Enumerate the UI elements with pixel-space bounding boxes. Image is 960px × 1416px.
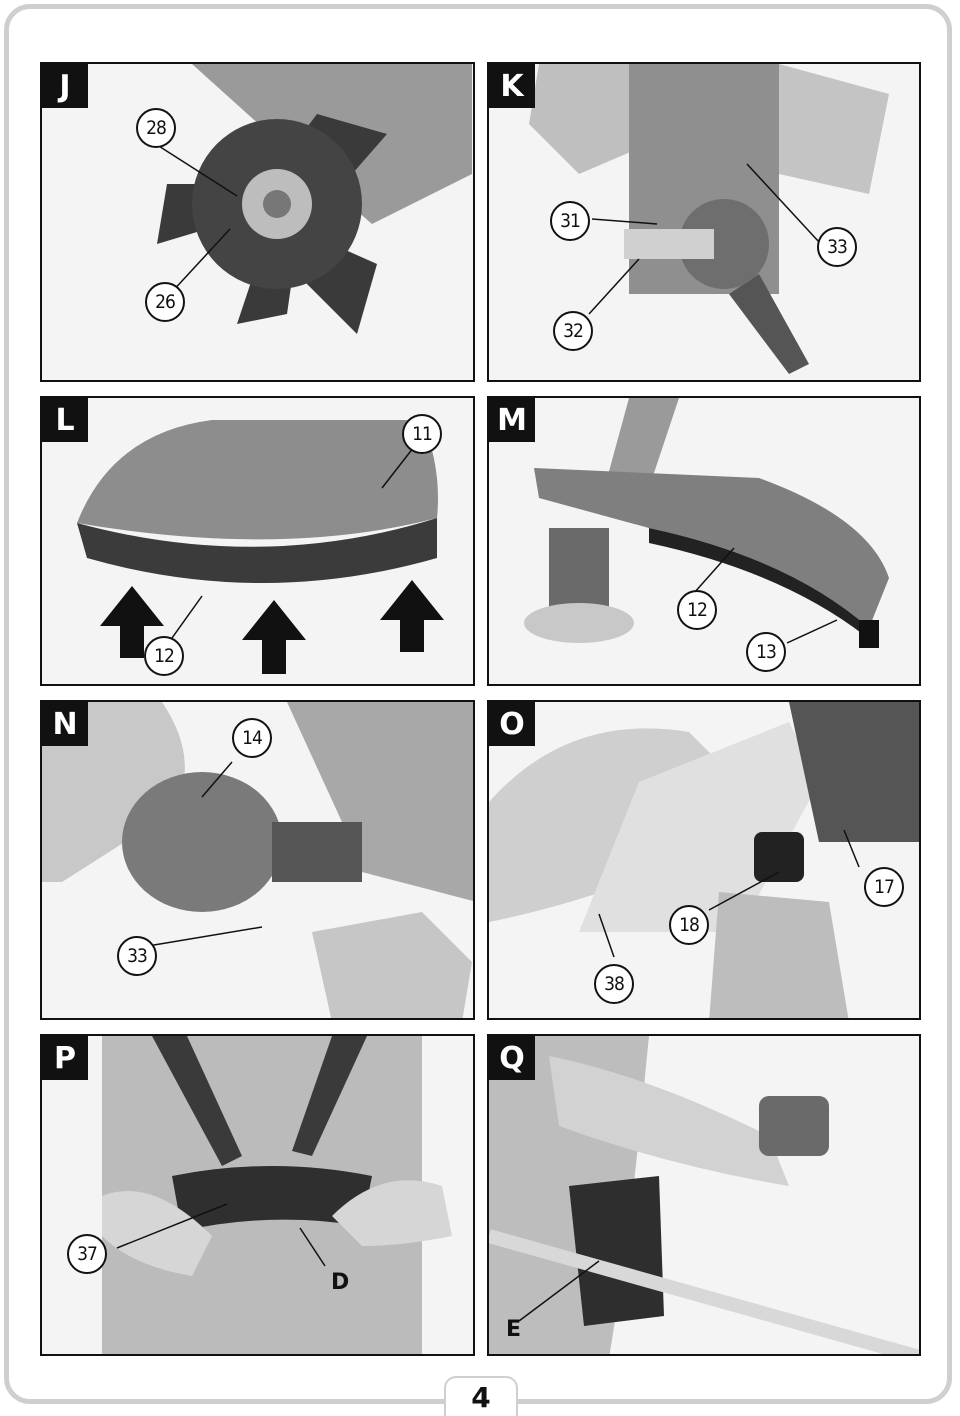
panel-j: J 28 26 — [40, 62, 475, 382]
callout-12: 12 — [144, 636, 184, 676]
head-guard-photo — [524, 398, 889, 648]
letter-e: E — [506, 1317, 522, 1342]
panel-p: P 37 D — [40, 1034, 475, 1356]
callout-32: 32 — [553, 311, 593, 351]
tool-photo — [529, 64, 889, 374]
panel-q: Q E — [487, 1034, 921, 1356]
callout-26: 26 — [145, 282, 185, 322]
panel-o: O 17 18 38 — [487, 700, 921, 1020]
panel-label: O — [489, 702, 535, 746]
panel-label: Q — [489, 1036, 535, 1080]
callout-38: 38 — [594, 964, 634, 1004]
callout-37: 37 — [67, 1234, 107, 1274]
callout-28: 28 — [136, 108, 176, 148]
panel-label: L — [42, 398, 88, 442]
callout-33: 33 — [817, 227, 857, 267]
callout-31: 31 — [550, 201, 590, 241]
panel-label: P — [42, 1036, 88, 1080]
panel-k: K 31 33 32 — [487, 62, 921, 382]
panel-label: J — [42, 64, 88, 108]
letter-d: D — [331, 1270, 350, 1295]
callout-33: 33 — [117, 936, 157, 976]
page-number: 4 — [444, 1376, 518, 1416]
callout-18: 18 — [669, 905, 709, 945]
callout-11: 11 — [402, 414, 442, 454]
trimmer-use-photo — [489, 1036, 919, 1354]
fuel-photo — [489, 702, 919, 1018]
harness-photo — [102, 1036, 452, 1354]
spool-photo — [42, 702, 473, 1018]
callout-14: 14 — [232, 718, 272, 758]
panel-m: M 12 13 — [487, 396, 921, 686]
callout-17: 17 — [864, 867, 904, 907]
panel-n: N 14 33 — [40, 700, 475, 1020]
guard-photo — [77, 420, 444, 674]
callout-12: 12 — [677, 590, 717, 630]
panel-label: N — [42, 702, 88, 746]
panel-l: L 11 12 — [40, 396, 475, 686]
panel-label: K — [489, 64, 535, 108]
blade-photo — [139, 64, 472, 334]
callout-13: 13 — [746, 632, 786, 672]
panel-label: M — [489, 398, 535, 442]
